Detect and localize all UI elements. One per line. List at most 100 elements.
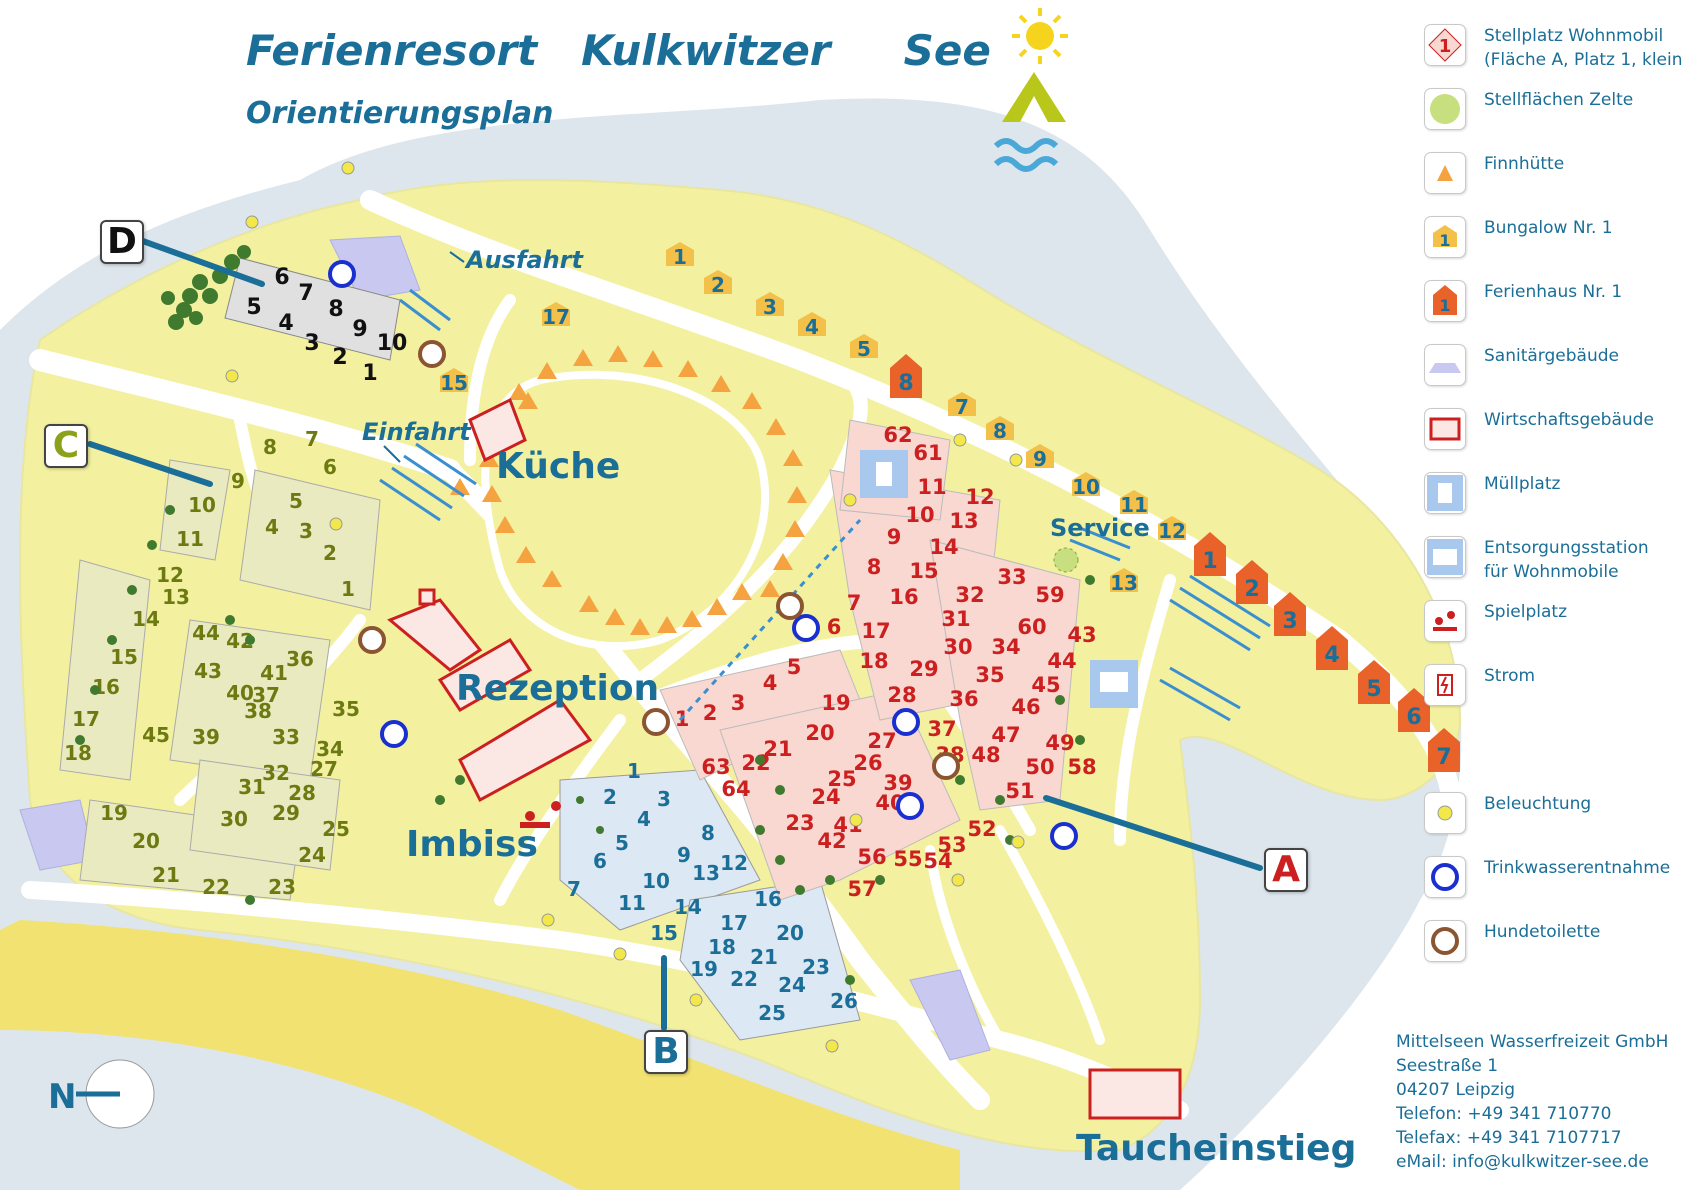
legend-item: Beleuchtung [1420, 786, 1682, 846]
area-a-pitch-number: 12 [965, 485, 994, 509]
area-a-pitch-number: 37 [927, 717, 956, 741]
area-a-pitch-number: 42 [817, 829, 846, 853]
area-b-pitch-number: 8 [701, 821, 715, 845]
area-a-pitch-number: 48 [971, 743, 1000, 767]
legend-item: Wirtschaftsgebäude [1420, 402, 1682, 462]
area-d-pitch-number: 9 [352, 317, 367, 342]
waste-bin-icon [1424, 472, 1466, 514]
area-d-pitch-number: 6 [274, 265, 289, 290]
area-b-pitch-number: 22 [730, 967, 758, 991]
bungalow-shape [986, 416, 1014, 440]
area-c-pitch-number: 13 [162, 585, 190, 609]
label-service: Service [1050, 514, 1150, 542]
holiday-house-shape [1274, 592, 1306, 636]
label-rezeption: Rezeption [456, 668, 659, 709]
area-c-pitch-number: 21 [152, 863, 180, 887]
area-d-pitch-number: 1 [362, 361, 377, 386]
area-a-pitch-number: 64 [721, 777, 750, 801]
drinking-water-points [328, 260, 1078, 850]
area-b-pitch-number: 10 [642, 869, 670, 893]
area-c-pitch-number: 37 [252, 683, 280, 707]
holiday-house-number: 7 [1436, 745, 1451, 770]
area-d-pitch-number: 5 [246, 295, 261, 320]
area-c-pitch-number: 43 [194, 659, 222, 683]
legend-item: Trinkwasserentnahme [1420, 850, 1682, 910]
bungalow-number: 5 [857, 337, 871, 361]
bungalow-shape [1110, 568, 1138, 592]
area-a-pitch-number: 16 [889, 585, 918, 609]
area-a-pitch-number: 17 [861, 619, 890, 643]
area-d-pitch-number: 3 [304, 331, 319, 356]
area-a-pitch-number: 51 [1005, 779, 1034, 803]
area-a-pitch-number: 9 [887, 525, 902, 549]
bungalow-number: 17 [542, 305, 570, 329]
area-a-pitch-number: 36 [949, 687, 978, 711]
disposal-station-icon [1424, 536, 1466, 578]
label-ausfahrt: Ausfahrt [464, 246, 585, 274]
legend-item: Strom [1420, 658, 1682, 718]
area-c-pitch-number: 40 [226, 681, 254, 705]
bungalow-shape [756, 292, 784, 316]
area-c-pitch-number: 24 [298, 843, 326, 867]
playground-icon [1424, 600, 1466, 642]
label-einfahrt: Einfahrt [362, 418, 472, 446]
city: 04207 Leipzig [1396, 1080, 1516, 1100]
area-c-pitch-number: 5 [289, 489, 303, 513]
area-b-pitch-number: 15 [650, 921, 678, 945]
utility-buildings [387, 397, 1182, 1120]
area-c-pitch-number: 29 [272, 801, 300, 825]
area-a-pitch-number: 61 [913, 441, 942, 465]
area-c-pitch-number: 17 [72, 707, 100, 731]
contact-address: Mittelseen Wasserfreizeit GmbH Seestraße… [1396, 1030, 1668, 1174]
bungalow-number: 3 [763, 295, 777, 319]
legend-label: Stellflächen Zelte [1484, 90, 1634, 110]
area-c-pitch-number: 14 [132, 607, 160, 631]
area-c-pitch-number: 22 [202, 875, 230, 899]
dog-toilets [358, 340, 960, 780]
legend-label: Trinkwasserentnahme [1484, 858, 1671, 878]
area-a-pitch-number: 32 [955, 583, 984, 607]
bungalow-number: 7 [955, 395, 969, 419]
bungalow-shape [1158, 516, 1186, 540]
area-b-pitch-number: 3 [657, 787, 671, 811]
area-b-pitch-number: 13 [692, 861, 720, 885]
bungalow-shape [948, 392, 976, 416]
area-c-pitch-number: 23 [268, 875, 296, 899]
area-a-pitch-number: 13 [949, 509, 978, 533]
area-b-pitch-number: 18 [708, 935, 736, 959]
area-a-pitch-number: 24 [811, 785, 840, 809]
area-b-pitch-number: 11 [618, 891, 646, 915]
area-a-pitch-number: 46 [1011, 695, 1040, 719]
area-a-pitch-number: 50 [1025, 755, 1054, 779]
area-a-pitch-number: 43 [1067, 623, 1096, 647]
area-c-pitch-number: 34 [316, 737, 344, 761]
area-d-pitch-number: 7 [298, 281, 313, 306]
area-a-pitch-number: 18 [859, 649, 888, 673]
lighting-icon [1424, 792, 1466, 834]
legend-label: Bungalow Nr. 1 [1484, 218, 1613, 238]
legend-item: Sanitärgebäude [1420, 338, 1682, 398]
area-c-pitch-number: 3 [299, 519, 313, 543]
area-b-pitch-number: 14 [674, 895, 702, 919]
area-c-pitch-number: 9 [231, 469, 245, 493]
area-c-pitch-number: 33 [272, 725, 300, 749]
svg-text:1: 1 [1439, 296, 1450, 315]
zone-b-badge: B [644, 1030, 688, 1074]
holiday-house-number: 5 [1366, 677, 1381, 702]
area-a-pitch-number: 3 [731, 691, 746, 715]
area-c-pitch-number: 30 [220, 807, 248, 831]
holiday-house-number: 1 [1202, 549, 1217, 574]
area-a-pitch-number: 53 [937, 833, 966, 857]
bungalow-number: 2 [711, 273, 725, 297]
area-d-pitch-number: 4 [278, 311, 293, 336]
tent-area-icon [1424, 88, 1466, 130]
area-b-pitch-number: 25 [758, 1001, 786, 1025]
company-name: Mittelseen Wasserfreizeit GmbH [1396, 1032, 1669, 1052]
area-b-pitch-number: 20 [776, 921, 804, 945]
area-b-pitch-number: 16 [754, 887, 782, 911]
area-a-pitch-number: 56 [857, 845, 886, 869]
trees [75, 245, 1095, 985]
